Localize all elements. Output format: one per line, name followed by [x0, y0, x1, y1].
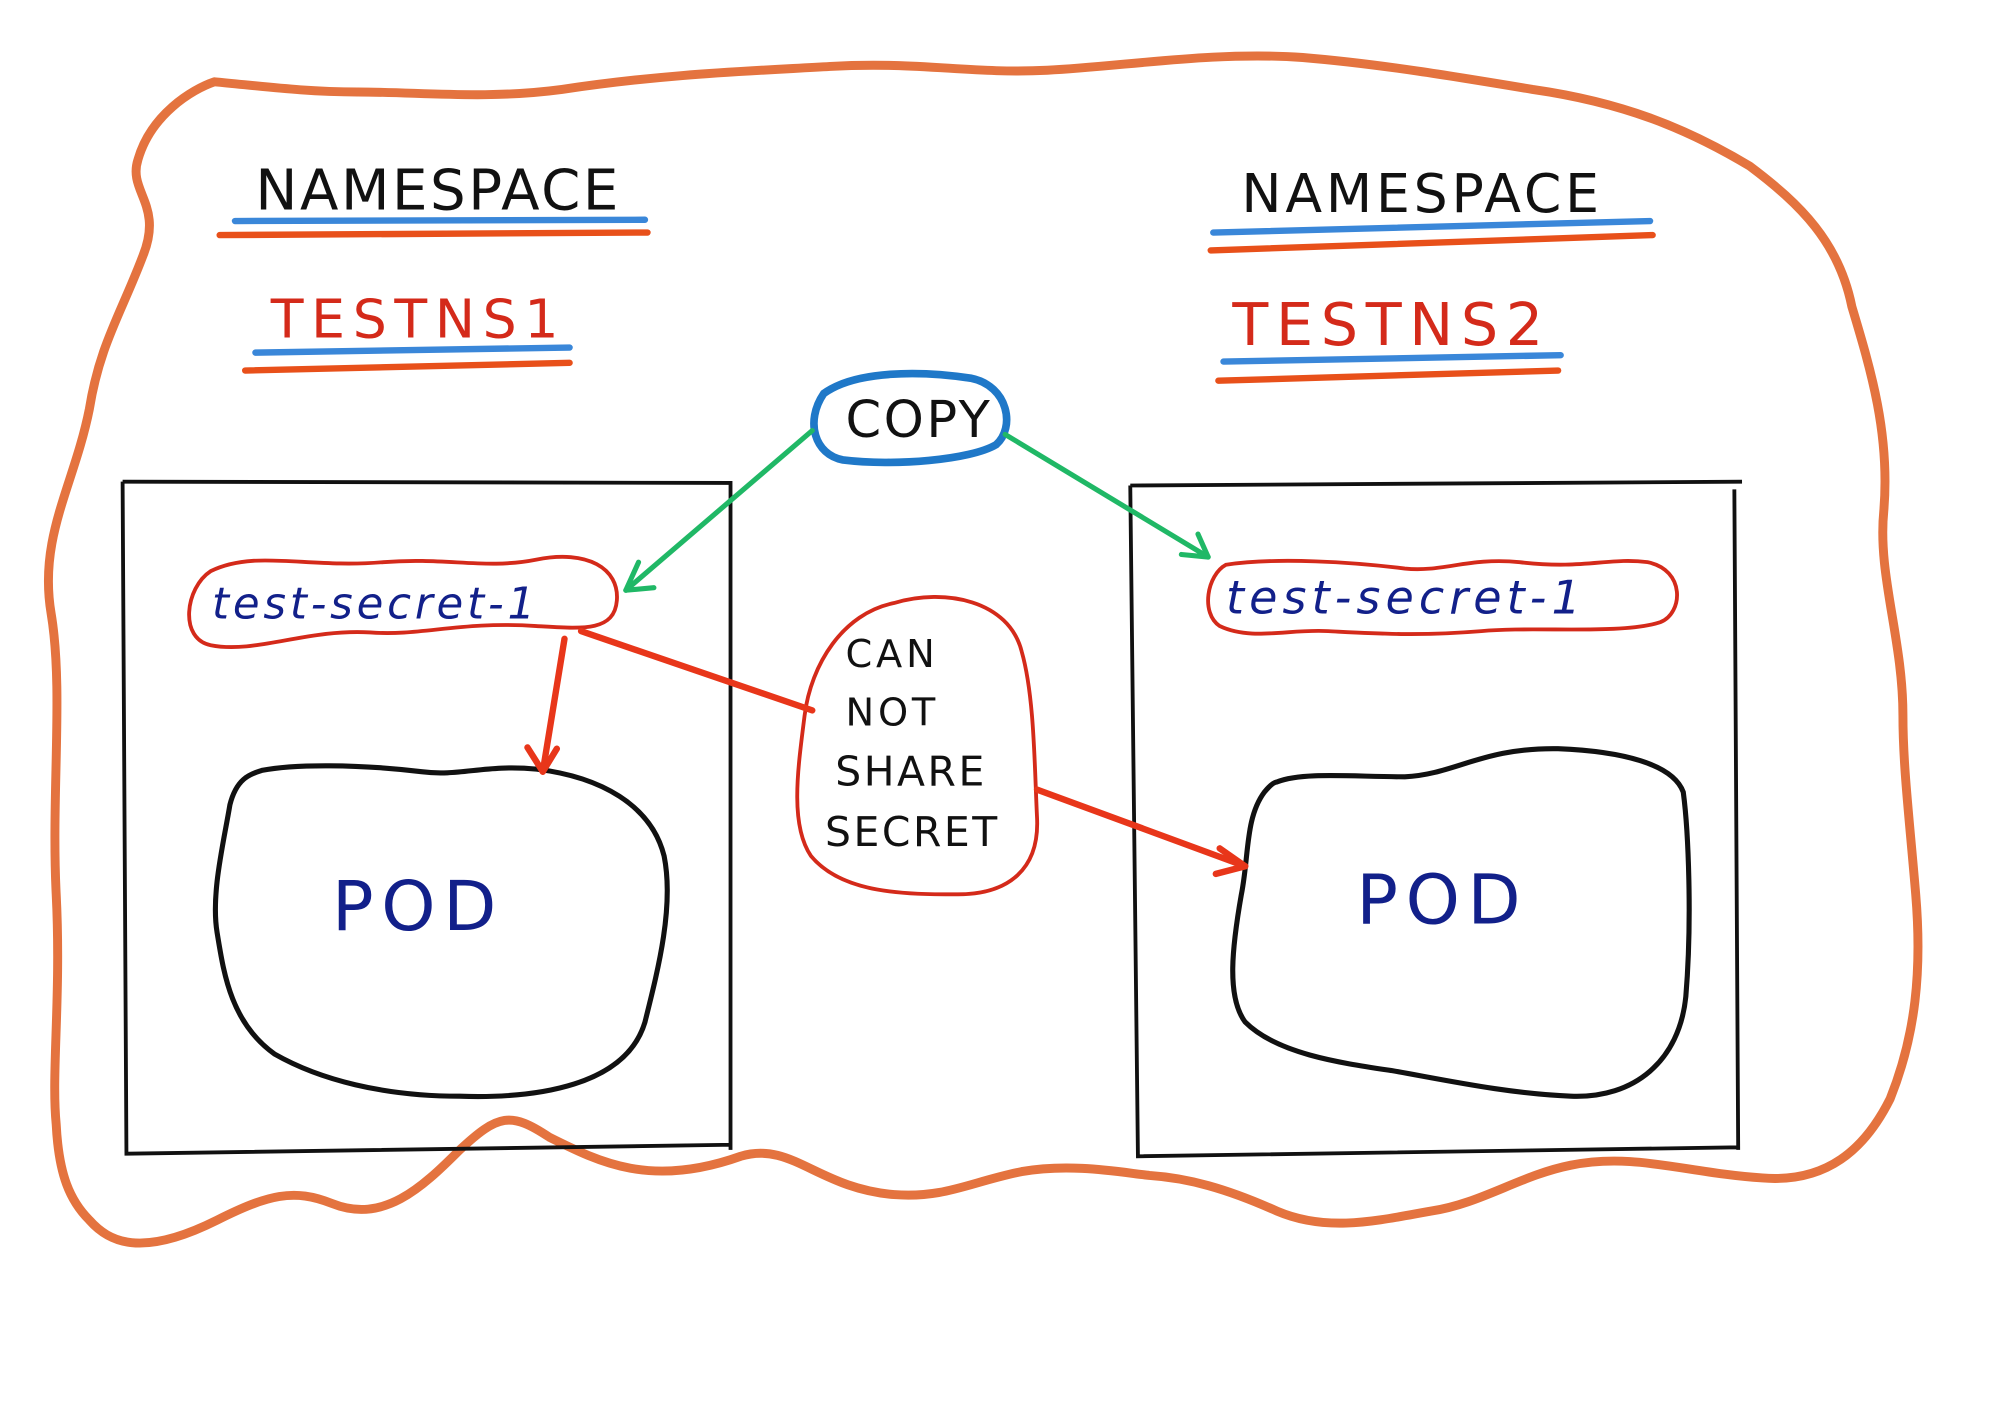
pod-label-right: POD	[1356, 861, 1528, 941]
secret-label-left: test-secret-1	[212, 579, 539, 629]
copy-label: COPY	[845, 391, 992, 450]
heading-underline-blue-right	[1210, 217, 1654, 236]
pod-blob-left	[212, 763, 670, 1100]
secret-to-pod-arrow-left	[524, 635, 568, 775]
name-underline-blue-left	[252, 344, 573, 356]
namespace-testns2: NAMESPACE TESTNS2 test-secret-1 POD	[1128, 162, 1743, 1159]
warning-line-2: NOT	[845, 691, 939, 736]
heading-underline-blue-left	[231, 216, 649, 225]
warning-line-1: CAN	[845, 632, 938, 677]
namespace-box-left	[120, 479, 733, 1156]
copy-bubble	[810, 369, 1011, 467]
copy-arrow-right	[1002, 431, 1211, 560]
warning-node: CAN NOT SHARE SECRET	[795, 595, 1039, 897]
heading-underline-orange-right	[1207, 231, 1656, 254]
secret-bubble-left	[187, 554, 619, 650]
pod-label-left: POD	[332, 867, 504, 947]
namespace-name-right: TESTNS2	[1231, 290, 1550, 359]
namespace-testns1: NAMESPACE TESTNS1 test-secret-1 POD	[120, 159, 733, 1156]
namespace-heading-right: NAMESPACE	[1241, 162, 1602, 225]
warning-line-4: SECRET	[825, 808, 1000, 856]
warning-to-pod-arrow-right	[1033, 786, 1249, 878]
copy-node: COPY	[810, 369, 1011, 467]
namespace-name-left: TESTNS1	[270, 287, 566, 350]
name-underline-orange-right	[1215, 367, 1562, 384]
secret-bubble-right	[1206, 558, 1679, 636]
heading-underline-orange-left	[216, 229, 651, 239]
namespace-heading-left: NAMESPACE	[255, 159, 621, 224]
pod-blob-right	[1230, 746, 1692, 1099]
copy-arrow-left	[623, 428, 815, 593]
warning-line-3: SHARE	[835, 748, 987, 796]
namespace-box-right	[1128, 479, 1743, 1159]
name-underline-blue-right	[1220, 351, 1564, 365]
name-underline-orange-left	[242, 359, 573, 374]
secret-to-warning-line	[577, 627, 816, 714]
secret-label-right: test-secret-1	[1226, 570, 1586, 624]
warning-bubble	[795, 595, 1039, 897]
outer-cluster-border	[43, 51, 1923, 1248]
